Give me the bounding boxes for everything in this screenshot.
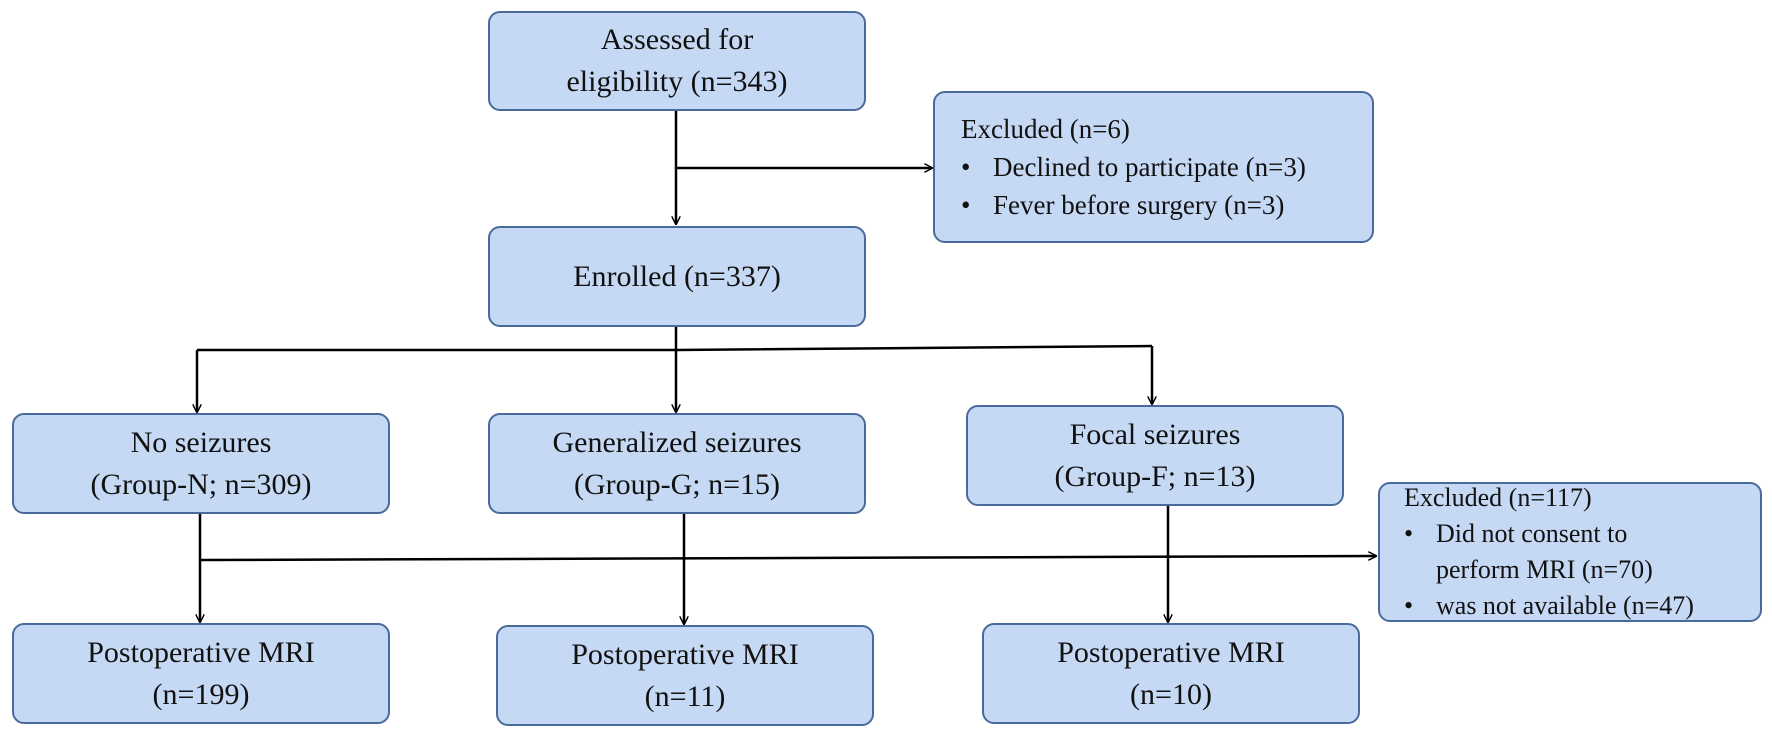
excluded-1-item: • Fever before surgery (n=3) — [961, 186, 1284, 224]
mri-box-g: Postoperative MRI (n=11) — [496, 625, 874, 726]
mri-n-line1: Postoperative MRI — [87, 635, 315, 669]
group-g-line2: (Group-G; n=15) — [573, 467, 781, 501]
excluded-2-item-continuation: perform MRI (n=70) — [1436, 555, 1653, 584]
mri-box-f: Postoperative MRI (n=10) — [982, 623, 1360, 724]
excluded-2-item: • Did not consent to — [1404, 516, 1627, 552]
excluded-1-title: Excluded (n=6) — [961, 114, 1130, 144]
mri-g-line1: Postoperative MRI — [571, 637, 799, 671]
mri-g-line2: (n=11) — [644, 679, 726, 713]
excluded-2-item-text: Did not consent to — [1436, 519, 1628, 548]
excluded-1-item-text: Fever before surgery (n=3) — [993, 190, 1285, 220]
assessed-line2: eligibility (n=343) — [566, 65, 788, 98]
excluded-1-item: • Declined to participate (n=3) — [961, 148, 1306, 186]
assessed-line1: Assessed for — [600, 23, 754, 56]
mri-f-line1: Postoperative MRI — [1057, 635, 1285, 669]
group-n-line1: No seizures — [130, 425, 272, 459]
excluded-2-item: • was not available (n=47) — [1404, 588, 1694, 624]
enrolled-box: Enrolled (n=337) — [488, 226, 866, 327]
group-n-box: No seizures (Group-N; n=309) — [12, 413, 390, 514]
group-f-box: Focal seizures (Group-F; n=13) — [966, 405, 1344, 506]
connector-split — [197, 344, 1153, 352]
excluded-box-1: Excluded (n=6) • Declined to participate… — [933, 91, 1374, 243]
bullet-icon: • — [1404, 591, 1414, 620]
mri-f-line2: (n=10) — [1130, 677, 1212, 711]
bullet-icon: • — [1404, 519, 1414, 548]
mri-n-line2: (n=199) — [152, 677, 250, 711]
bullet-icon: • — [961, 190, 971, 220]
group-g-box: Generalized seizures (Group-G; n=15) — [488, 413, 866, 514]
assessed-box: Assessed for eligibility (n=343) — [488, 11, 866, 111]
excluded-2-item-text: was not available (n=47) — [1436, 591, 1694, 620]
group-f-line1: Focal seizures — [1069, 417, 1241, 451]
arrow-to-excluded-2 — [199, 556, 1376, 562]
mri-box-n: Postoperative MRI (n=199) — [12, 623, 390, 724]
group-n-line2: (Group-N; n=309) — [90, 467, 312, 501]
group-f-line2: (Group-F; n=13) — [1054, 459, 1256, 493]
excluded-box-2: Excluded (n=117) • Did not consent to pe… — [1378, 482, 1762, 622]
bullet-icon: • — [961, 152, 971, 182]
excluded-1-item-text: Declined to participate (n=3) — [993, 152, 1306, 182]
excluded-2-title: Excluded (n=117) — [1404, 483, 1592, 512]
enrolled-label: Enrolled (n=337) — [573, 259, 781, 293]
group-g-line1: Generalized seizures — [552, 425, 802, 459]
